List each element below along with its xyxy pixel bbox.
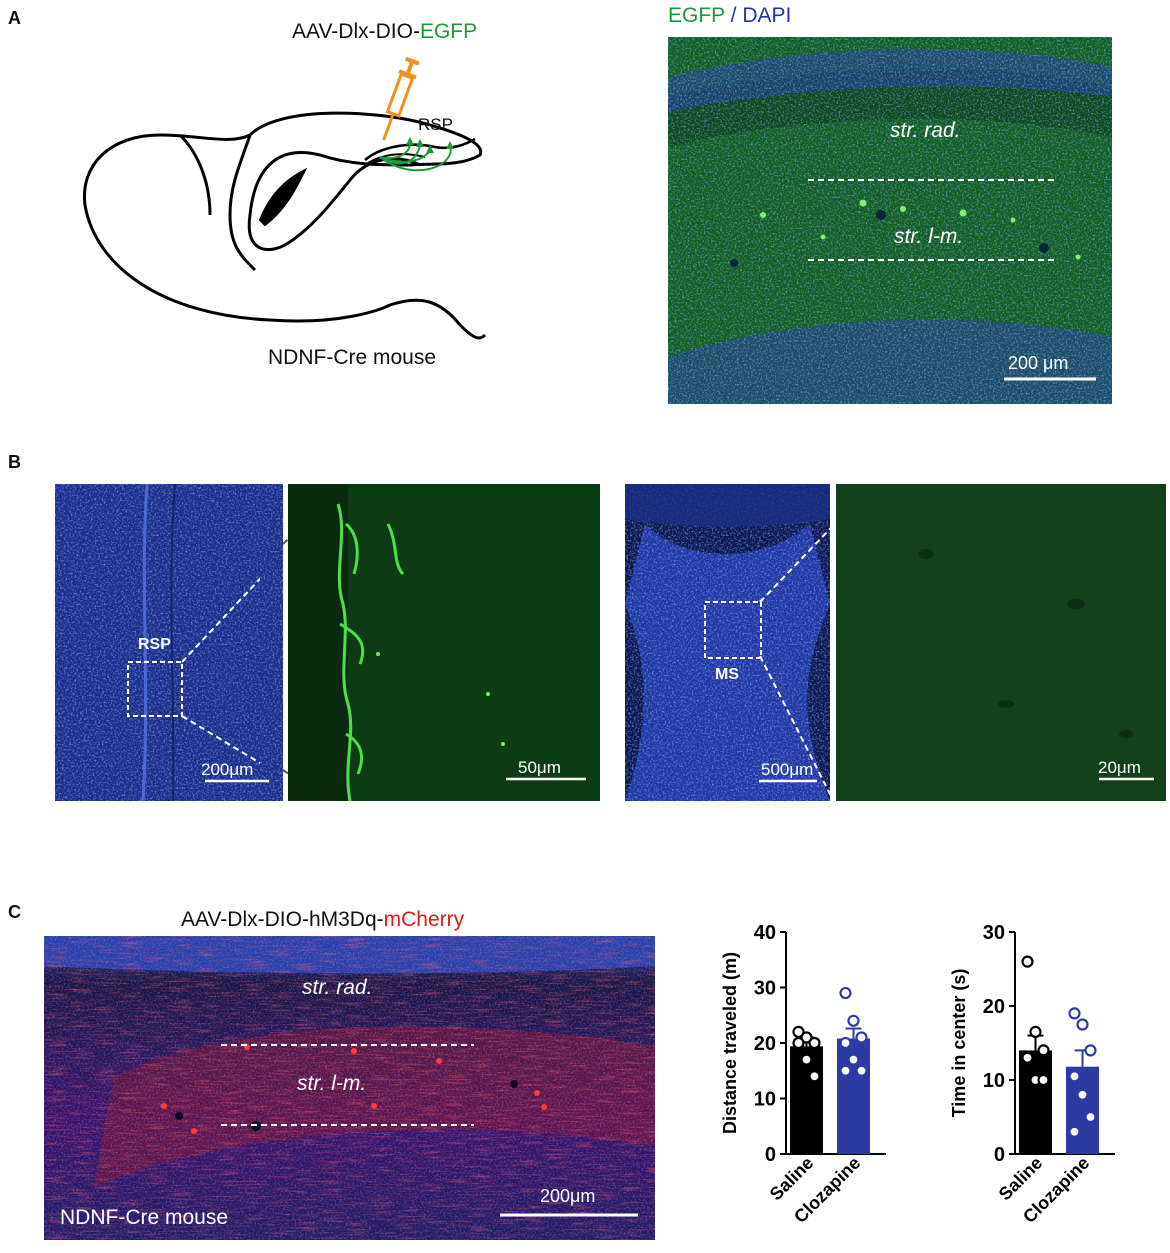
- data-point: [855, 1031, 868, 1044]
- y-tick-label: 10: [754, 1089, 776, 1111]
- y-tick-label: 20: [983, 996, 1005, 1018]
- brain-schematic: [82, 56, 487, 340]
- scale-bar-label-zoom1: 50μm: [518, 758, 561, 777]
- data-point: [1076, 1088, 1089, 1101]
- data-point: [839, 986, 852, 1000]
- y-tick-label: 0: [765, 1144, 776, 1166]
- micrograph-hippocampus-egfp: str. rad. str. l-m. 200 μm: [668, 37, 1112, 404]
- scale-bar-label-rsp: 200μm: [201, 760, 254, 779]
- rsp-label-b: RSP: [138, 636, 171, 653]
- virus-label-c-prefix: AAV-Dlx-DIO-hM3Dq-: [181, 908, 384, 931]
- y-tick-label: 20: [754, 1033, 776, 1055]
- data-point: [1084, 1110, 1097, 1124]
- y-tick-label: 30: [983, 922, 1005, 944]
- data-point: [1068, 1125, 1081, 1138]
- scale-bar-label-ms: 500μm: [761, 760, 814, 779]
- scale-bar-label-a: 200 μm: [1008, 353, 1069, 373]
- ms-label-b: MS: [715, 666, 739, 683]
- layer-label-str-rad-a: str. rad.: [890, 119, 961, 142]
- data-point: [1037, 1073, 1050, 1087]
- micrograph-hippocampus-mcherry: str. rad. str. l-m. NDNF-Cre mouse 200μm: [44, 936, 655, 1240]
- layer-label-str-rad-c: str. rad.: [302, 976, 373, 999]
- stain-green: EGFP: [668, 4, 725, 27]
- panel-letter-b: B: [8, 452, 21, 472]
- panel-letter-c: C: [8, 902, 21, 922]
- data-point: [800, 1053, 813, 1066]
- scale-bar-label-c: 200μm: [540, 1186, 596, 1206]
- data-point: [855, 1064, 868, 1077]
- stain-blue: DAPI: [742, 4, 792, 27]
- data-point: [839, 1036, 852, 1050]
- zoom-lines-rsp: [181, 577, 260, 765]
- data-point: [1076, 1018, 1089, 1031]
- data-point: [1021, 955, 1034, 968]
- virus-label-a-highlight: EGFP: [419, 20, 478, 43]
- bar-saline: [1019, 1050, 1052, 1154]
- zoom-lines-ms: [759, 483, 874, 801]
- virus-label-c-highlight: mCherry: [383, 908, 465, 931]
- data-point: [847, 1014, 860, 1027]
- virus-label-c: AAV-Dlx-DIO-hM3Dq-mCherry: [181, 908, 464, 932]
- data-point: [1084, 1044, 1097, 1057]
- mouse-label-a: NDNF-Cre mouse: [268, 346, 437, 369]
- y-axis-label: Time in center (s): [949, 969, 969, 1118]
- data-point: [839, 1064, 852, 1077]
- data-point: [1068, 1070, 1081, 1083]
- scale-bar-label-zoom2: 20μm: [1098, 758, 1141, 777]
- micrograph-rsp-overview: RSP 200μm: [55, 484, 283, 801]
- stain-title-a: EGFP / DAPI: [668, 4, 791, 28]
- y-tick-label: 10: [983, 1070, 1005, 1092]
- micrograph-ms-overview: MS 500μm: [625, 484, 830, 801]
- virus-label-a-prefix: AAV-Dlx-DIO-: [292, 20, 420, 43]
- rsp-label-a: RSP: [418, 115, 453, 134]
- stain-separator: /: [724, 4, 743, 27]
- data-point: [1021, 1051, 1034, 1064]
- data-point: [1029, 1025, 1042, 1039]
- y-tick-label: 40: [754, 922, 776, 944]
- data-point: [847, 1053, 860, 1066]
- mouse-label-c: NDNF-Cre mouse: [60, 1206, 229, 1229]
- micrograph-rsp-zoom: 50μm: [288, 484, 600, 801]
- y-tick-label: 30: [754, 978, 776, 1000]
- data-point: [808, 1070, 821, 1083]
- data-point: [808, 1036, 821, 1050]
- layer-label-str-lm-c: str. l-m.: [297, 1072, 367, 1095]
- data-point: [1068, 1007, 1081, 1020]
- data-point: [800, 1031, 813, 1044]
- data-point: [792, 1036, 805, 1050]
- micrograph-ms-zoom: 20μm: [836, 484, 1166, 801]
- virus-label-a: AAV-Dlx-DIO-EGFP: [292, 20, 477, 44]
- y-tick-label: 0: [994, 1144, 1005, 1166]
- panel-letter-a: A: [8, 8, 21, 28]
- layer-label-str-lm-a: str. l-m.: [894, 225, 964, 248]
- data-point: [1037, 1044, 1050, 1057]
- y-axis-label: Distance traveled (m): [720, 952, 740, 1134]
